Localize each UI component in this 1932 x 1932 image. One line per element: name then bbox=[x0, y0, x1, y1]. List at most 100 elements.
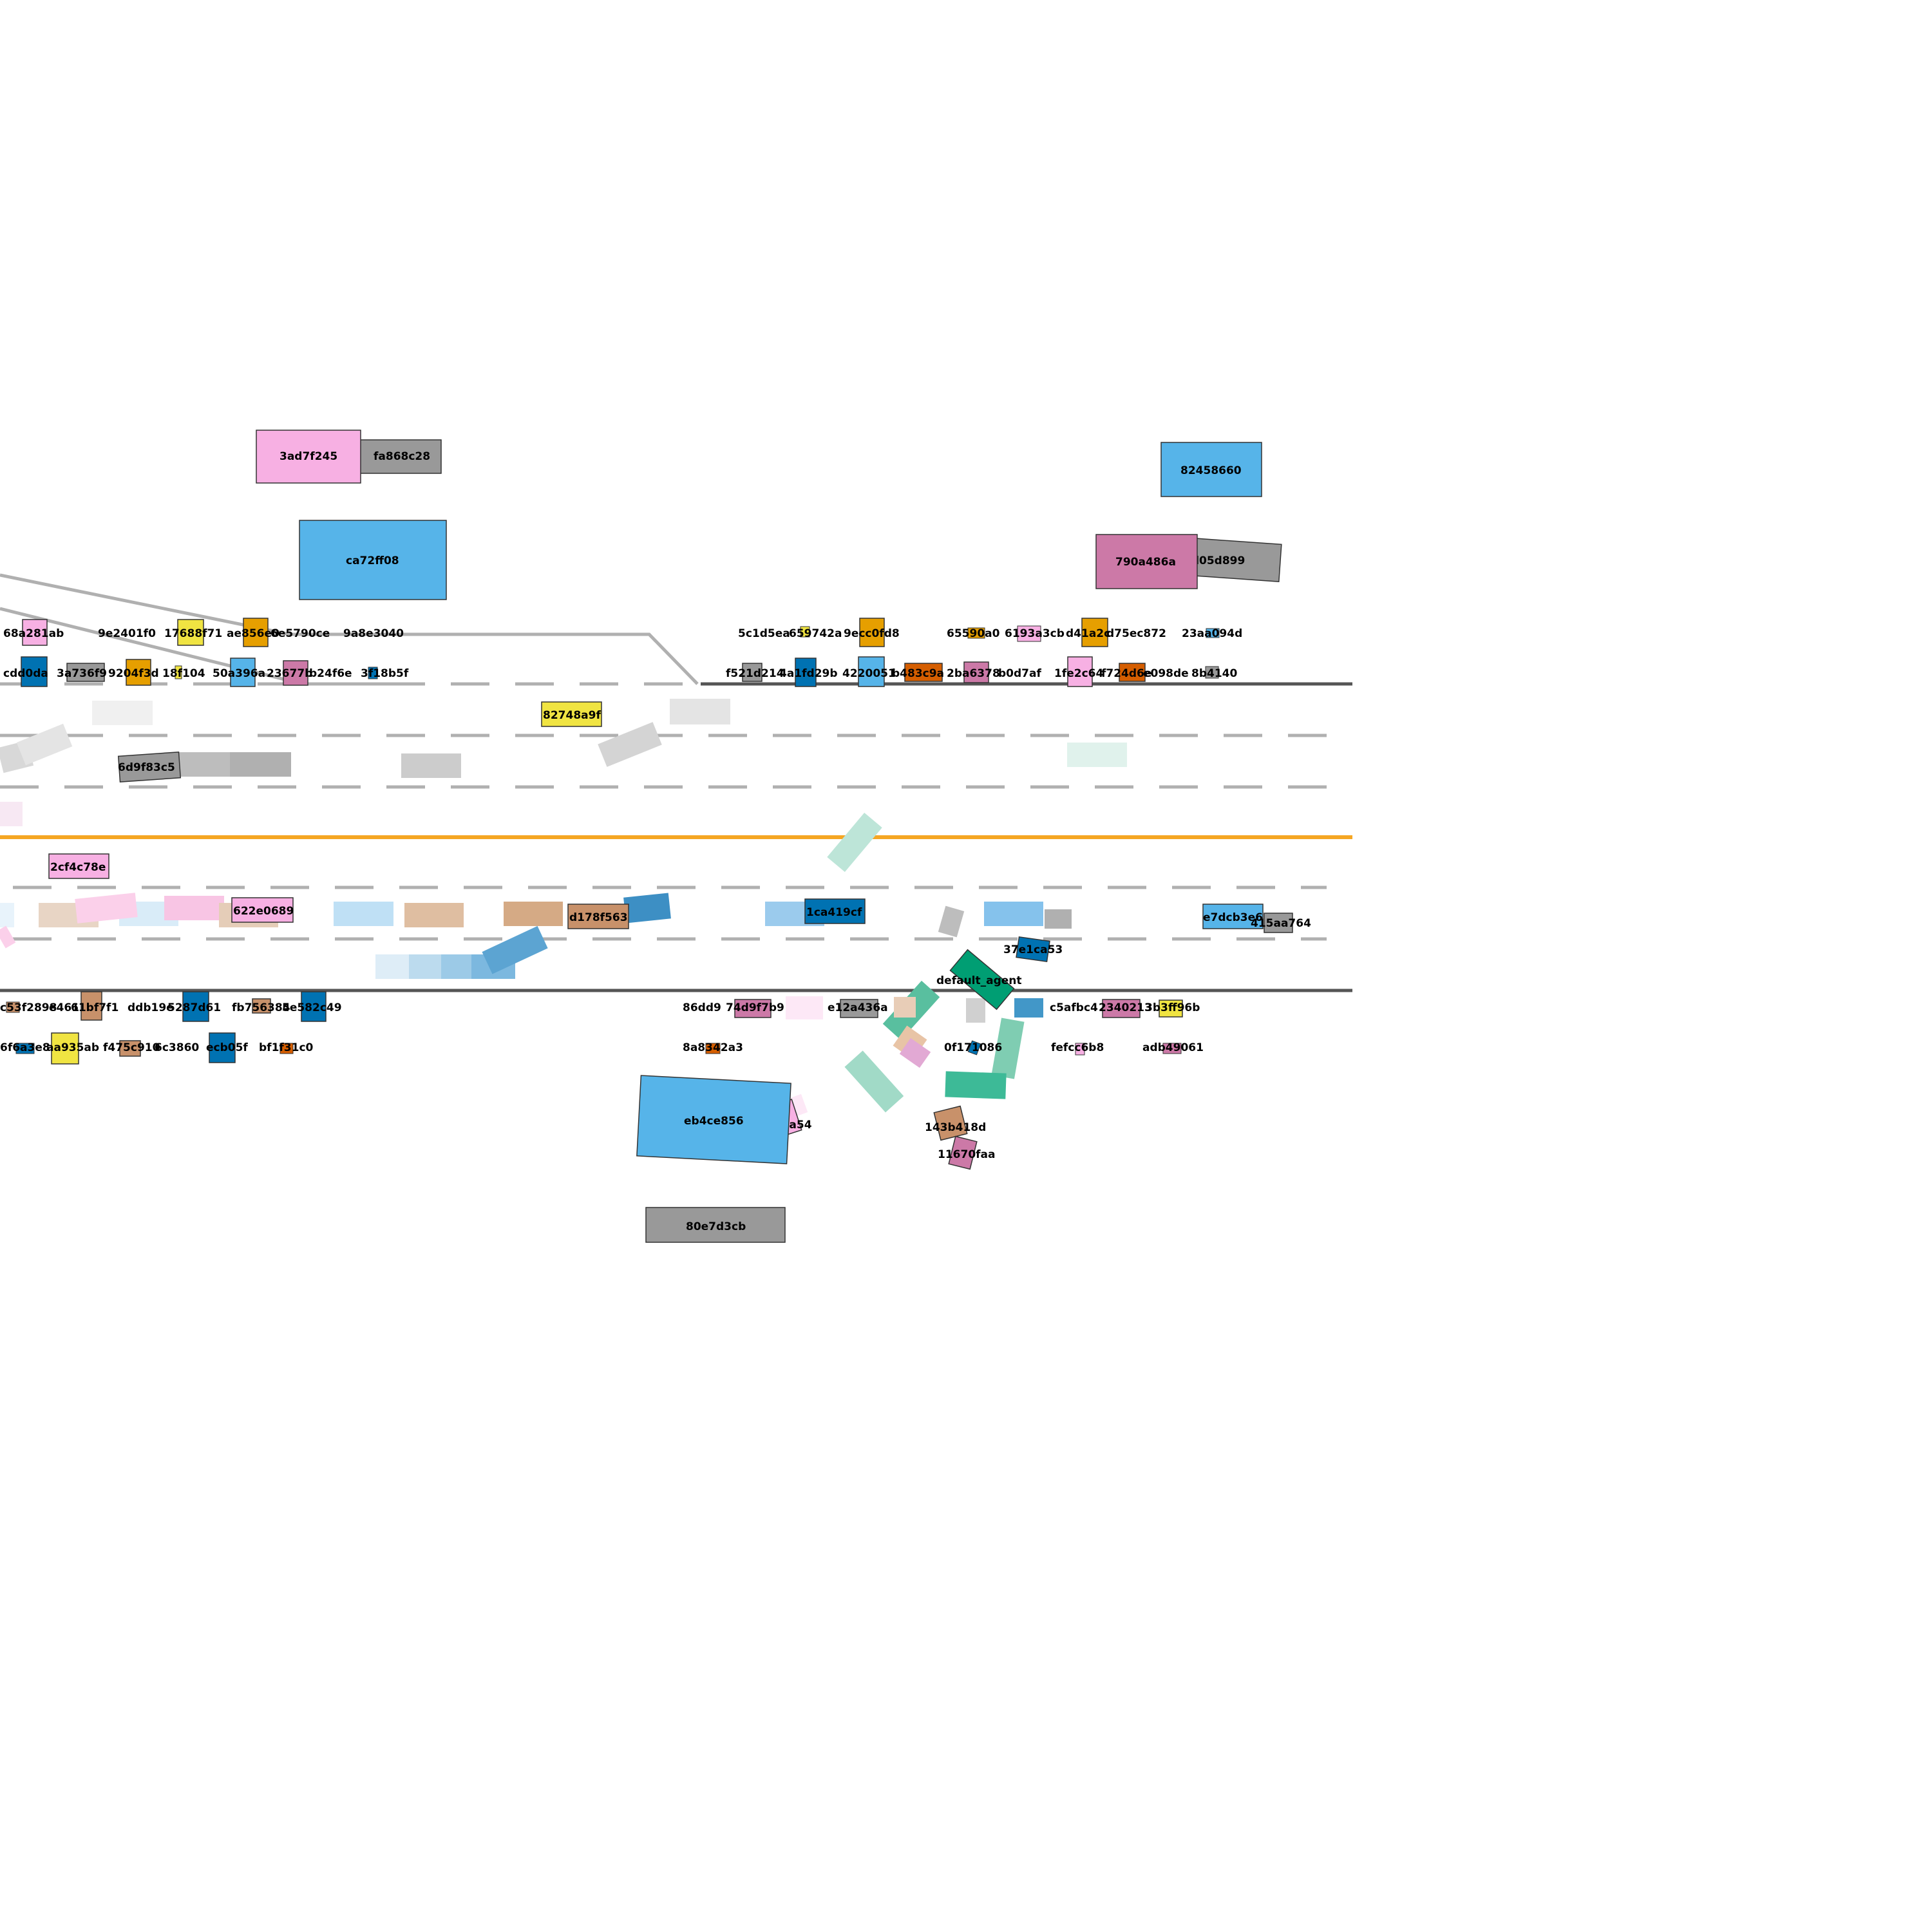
parked-box[interactable] bbox=[840, 999, 878, 1018]
parked-box[interactable] bbox=[1102, 999, 1141, 1018]
object-label: fefcc6b8 bbox=[1051, 1041, 1104, 1054]
parked-box[interactable] bbox=[119, 1040, 141, 1057]
object-label: 9a8e3040 bbox=[343, 627, 404, 640]
trail-mark bbox=[899, 1037, 931, 1068]
parked-box[interactable] bbox=[1159, 999, 1183, 1018]
parked-box[interactable] bbox=[6, 1001, 20, 1013]
trail-mark bbox=[334, 902, 393, 926]
vehicle-3ad7f245[interactable]: 3ad7f245 bbox=[256, 430, 361, 484]
parked-box[interactable] bbox=[859, 618, 885, 647]
parked-box[interactable] bbox=[800, 626, 810, 638]
trail-mark bbox=[894, 997, 916, 1018]
vehicle-label: eb4ce856 bbox=[684, 1115, 744, 1128]
parked-box[interactable] bbox=[22, 619, 48, 646]
parked-box[interactable] bbox=[243, 618, 269, 647]
vehicle-82458660[interactable]: 82458660 bbox=[1160, 442, 1262, 497]
parked-box[interactable] bbox=[1067, 656, 1093, 687]
vehicle-80e7d3cb[interactable]: 80e7d3cb bbox=[645, 1207, 786, 1243]
parked-box[interactable] bbox=[967, 1040, 981, 1056]
parked-box[interactable] bbox=[734, 999, 772, 1018]
parked-box[interactable] bbox=[15, 1043, 35, 1054]
object-label: cdd0da bbox=[3, 667, 48, 680]
parked-box[interactable] bbox=[1075, 1043, 1085, 1056]
vehicle-790a486a[interactable]: 790a486a bbox=[1095, 534, 1198, 589]
object-label: b24f6e bbox=[309, 667, 352, 680]
vehicle-82748a9f[interactable]: 82748a9f bbox=[541, 701, 602, 727]
parked-box[interactable] bbox=[126, 659, 151, 686]
object-label: b483c9a bbox=[892, 667, 944, 680]
parked-box[interactable] bbox=[66, 663, 105, 682]
object-label: c5afbc4 bbox=[1050, 1001, 1098, 1014]
object-label: 4220051 bbox=[842, 667, 896, 680]
object-label: 1fe2c64 bbox=[1054, 667, 1103, 680]
parked-box[interactable] bbox=[742, 663, 762, 682]
vehicle-415aa764[interactable]: 415aa764 bbox=[1251, 913, 1311, 933]
parked-box[interactable] bbox=[1162, 1043, 1182, 1054]
object-label: 9e2401f0 bbox=[98, 627, 156, 640]
trail-mark bbox=[230, 752, 291, 777]
vehicle-eb4ce856[interactable]: eb4ce856 bbox=[636, 1075, 791, 1164]
parked-box[interactable] bbox=[858, 656, 885, 687]
parked-box[interactable] bbox=[301, 991, 327, 1022]
parked-box[interactable] bbox=[279, 1043, 294, 1054]
parked-box[interactable] bbox=[177, 619, 204, 646]
trail-mark bbox=[482, 925, 548, 974]
parked-box[interactable] bbox=[1206, 628, 1220, 638]
parked-box[interactable] bbox=[283, 660, 308, 686]
parked-box[interactable] bbox=[209, 1032, 236, 1063]
vehicle-fa868c28[interactable]: fa868c28 bbox=[347, 439, 442, 474]
vehicle-143b418d[interactable]: 143b418d bbox=[925, 1105, 986, 1141]
object-label: 3b3ff96b bbox=[1145, 1001, 1200, 1014]
vehicle-ca72ff08[interactable]: ca72ff08 bbox=[299, 520, 447, 600]
trail-mark bbox=[984, 902, 1043, 926]
vehicle-37e1ca53[interactable]: 37e1ca53 bbox=[1003, 936, 1063, 963]
vehicle-2cf4c78e[interactable]: 2cf4c78e bbox=[48, 853, 109, 879]
vehicle-d178f563[interactable]: d178f563 bbox=[567, 904, 629, 929]
parked-box[interactable] bbox=[252, 998, 271, 1014]
object-label: adb49061 bbox=[1142, 1041, 1204, 1054]
object-label: e12a436a bbox=[828, 1001, 888, 1014]
parked-box[interactable] bbox=[967, 627, 985, 639]
object-label: 17688f71 bbox=[164, 627, 222, 640]
object-label: ddb19e bbox=[128, 1001, 174, 1014]
parked-box[interactable] bbox=[80, 991, 102, 1021]
parked-box[interactable] bbox=[230, 658, 256, 687]
ego-label: default_agent bbox=[936, 974, 1022, 987]
parked-box[interactable] bbox=[904, 663, 943, 682]
parked-box[interactable] bbox=[705, 1043, 721, 1054]
parked-box[interactable] bbox=[1017, 625, 1041, 642]
parked-box[interactable] bbox=[1205, 666, 1219, 679]
trail-mark bbox=[0, 802, 23, 826]
vehicle-label: 11670faa bbox=[938, 1148, 995, 1161]
object-label: 8a8342a3 bbox=[683, 1041, 743, 1054]
object-label: d75ec872 bbox=[1106, 627, 1166, 640]
vehicle-label: ca72ff08 bbox=[346, 554, 399, 567]
object-label: 3f18b5f bbox=[361, 667, 409, 680]
object-label: 2ba6378 bbox=[947, 667, 1000, 680]
parked-box[interactable] bbox=[1081, 618, 1108, 647]
parked-box[interactable] bbox=[51, 1032, 79, 1065]
vehicle-e7dcb3e6[interactable]: e7dcb3e6 bbox=[1202, 904, 1264, 929]
parked-box[interactable] bbox=[182, 991, 209, 1022]
parked-box[interactable] bbox=[795, 658, 817, 687]
vehicle-label: 790a486a bbox=[1115, 556, 1176, 569]
trail-mark bbox=[966, 998, 985, 1023]
vehicle-622e0689[interactable]: 622e0689 bbox=[231, 897, 294, 923]
vehicle-11670faa[interactable]: 11670faa bbox=[938, 1135, 995, 1170]
parked-box[interactable] bbox=[368, 667, 378, 679]
object-label: ecb05f bbox=[206, 1041, 248, 1054]
object-label: f724d6e bbox=[1101, 667, 1151, 680]
parked-box[interactable] bbox=[1119, 663, 1146, 682]
parked-box[interactable] bbox=[175, 665, 182, 679]
ego-vehicle[interactable]: default_agent bbox=[936, 949, 1022, 1010]
parked-box[interactable] bbox=[963, 661, 989, 683]
trail-mark bbox=[623, 893, 671, 923]
parked-box[interactable] bbox=[21, 656, 48, 687]
trail-mark bbox=[0, 925, 16, 949]
vehicle-6d9f83c5[interactable]: 6d9f83c5 bbox=[117, 751, 182, 783]
vehicle-1ca419cf[interactable]: 1ca419cf bbox=[804, 898, 866, 924]
vehicle-9d05d899[interactable]: 9d05d899 bbox=[1182, 537, 1282, 582]
object-label: 659742a bbox=[789, 627, 842, 640]
object-label: 23aa094d bbox=[1182, 627, 1242, 640]
trail-mark bbox=[598, 722, 662, 767]
